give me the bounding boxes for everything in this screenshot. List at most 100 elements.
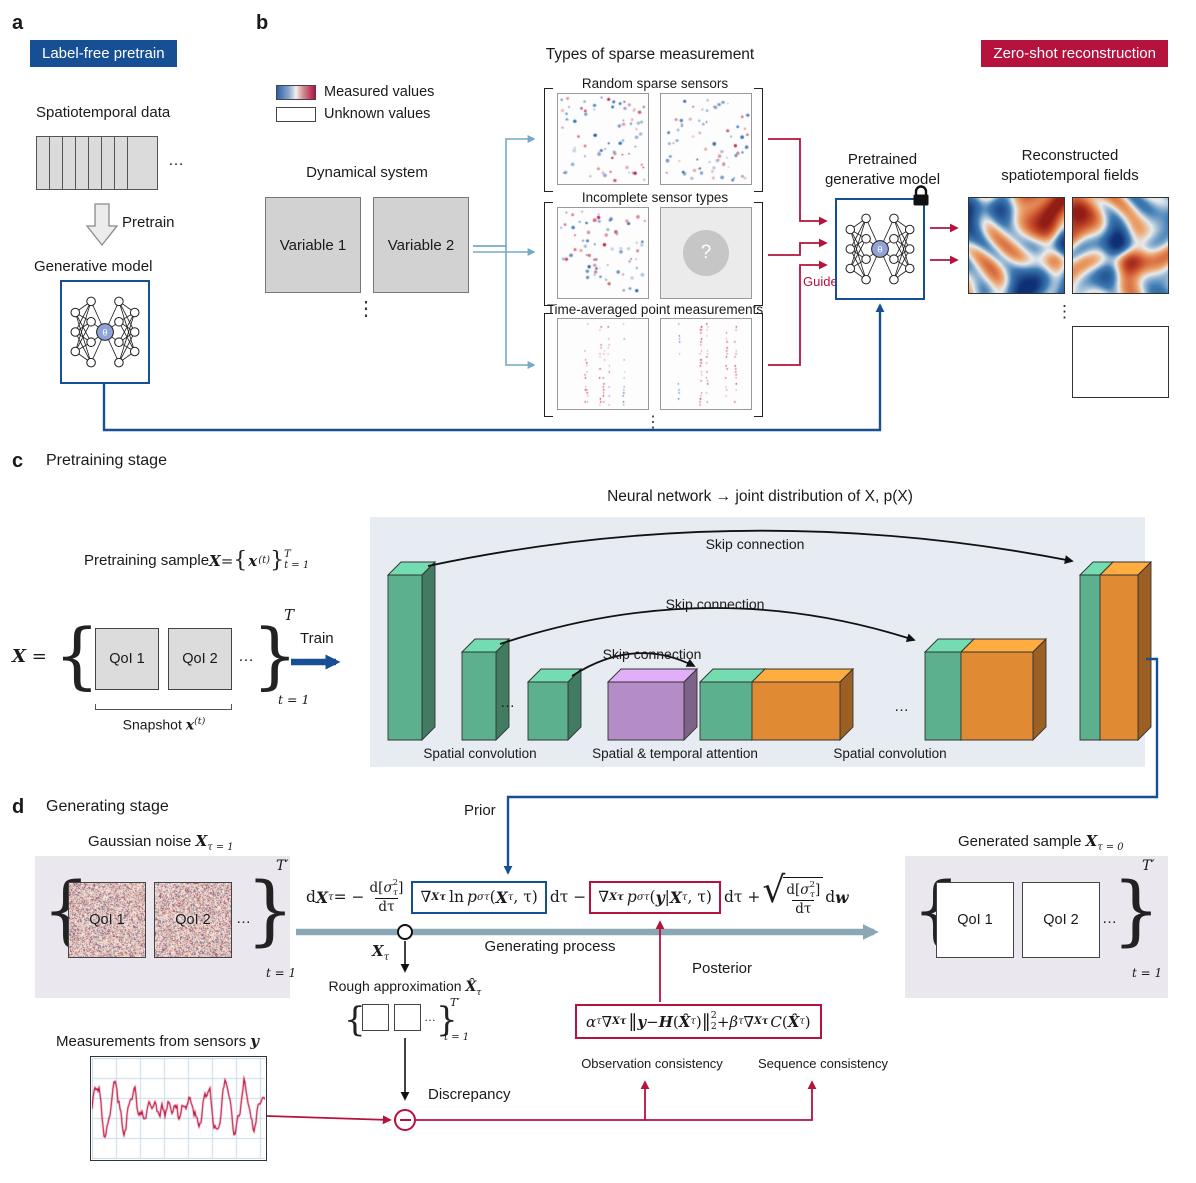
rough-box-2 bbox=[394, 1004, 421, 1031]
variable2-box: Variable 2 bbox=[373, 197, 469, 293]
noise-qoi1-box: QoI 1 bbox=[68, 882, 146, 958]
measurements-arrow bbox=[266, 1115, 392, 1125]
skip-connection-label-1: Skip connection bbox=[705, 536, 805, 552]
rough-sub-t1: t = 1 bbox=[444, 1032, 470, 1043]
unet-ellipsis-1: … bbox=[500, 694, 515, 711]
superscript-T: T bbox=[284, 606, 295, 624]
panel-d-label: d bbox=[12, 796, 25, 818]
posterior-label: Posterior bbox=[692, 960, 753, 977]
random-sensors-canvas-1 bbox=[557, 93, 649, 185]
snapshot-label: Snapshot x(t) bbox=[122, 716, 206, 734]
xtau-node bbox=[397, 924, 413, 940]
guide-arrow-1 bbox=[768, 138, 828, 226]
panel-c-label: c bbox=[12, 450, 24, 472]
svg-text:θ: θ bbox=[102, 328, 107, 338]
skip-connection-label-2: Skip connection bbox=[665, 596, 765, 612]
pretrain-to-model-arrow bbox=[102, 303, 885, 432]
rough-sup-Tprime: T′ bbox=[450, 996, 460, 1009]
gen-sup-Tprime: T′ bbox=[1142, 858, 1155, 874]
subscript-t1: t = 1 bbox=[278, 692, 310, 707]
spatial-conv-label-right: Spatial convolution bbox=[833, 746, 947, 761]
data-frame bbox=[127, 136, 158, 190]
brace-open: { bbox=[54, 613, 100, 697]
qoi2-box: QoI 2 bbox=[168, 628, 232, 690]
group3-bracket-left bbox=[544, 313, 553, 417]
random-sensors-canvas-2 bbox=[660, 93, 752, 185]
spatiotemporal-data-label: Spatiotemporal data bbox=[36, 104, 171, 121]
sparse-measurement-heading: Types of sparse measurement bbox=[545, 46, 755, 63]
prior-label: Prior bbox=[464, 802, 496, 819]
panel-a-label: a bbox=[12, 12, 24, 34]
reconstructed-field-1 bbox=[968, 197, 1065, 294]
noise-qoi2-box: QoI 2 bbox=[154, 882, 232, 958]
gen-ellipsis: … bbox=[1102, 910, 1117, 927]
gen-sub-t1: t = 1 bbox=[1132, 966, 1163, 980]
lock-icon bbox=[913, 185, 929, 206]
svg-text:θ: θ bbox=[877, 245, 882, 255]
timeavg-canvas-2 bbox=[660, 318, 752, 410]
gen-qoi2-box: QoI 2 bbox=[1022, 882, 1100, 958]
guide-label: Guide bbox=[803, 274, 838, 289]
label-free-pretrain-badge: Label-free pretrain bbox=[30, 40, 177, 67]
reconstructed-field-2 bbox=[1072, 197, 1169, 294]
rough-approximation-label: Rough approximation X̂τ bbox=[328, 978, 482, 998]
qoi1-box: QoI 1 bbox=[95, 628, 159, 690]
group2-title: Incomplete sensor types bbox=[581, 190, 729, 205]
rough-ellipsis: … bbox=[424, 1010, 436, 1024]
panel-b-label: b bbox=[256, 12, 269, 34]
dynamical-system-label: Dynamical system bbox=[306, 164, 428, 181]
measured-values-label: Measured values bbox=[324, 84, 435, 100]
skip-connection-label-3: Skip connection bbox=[602, 646, 702, 662]
minus-node bbox=[394, 1109, 416, 1131]
gauss-sup-Tprime: T′ bbox=[276, 858, 289, 874]
xtau-label: Xτ bbox=[372, 942, 390, 963]
group2-bracket-left bbox=[544, 202, 553, 306]
variables-vdots: ⋮ bbox=[356, 298, 376, 320]
fields-vdots: ⋮ bbox=[1056, 302, 1073, 321]
unknown-values-label: Unknown values bbox=[324, 106, 431, 122]
generated-sample-label: Generated sample Xτ = 0 bbox=[958, 832, 1124, 853]
group1-bracket-left bbox=[544, 88, 553, 192]
gaussian-noise-label: Gaussian noise Xτ = 1 bbox=[88, 832, 234, 853]
discrepancy-arrow-2 bbox=[645, 1080, 817, 1121]
attention-label: Spatial & temporal attention bbox=[592, 746, 758, 761]
prior-arrow bbox=[503, 657, 1159, 875]
frames-ellipsis: … bbox=[168, 152, 184, 169]
skip-connection-arc-2 bbox=[499, 607, 916, 645]
qoi-ellipsis: … bbox=[238, 648, 254, 665]
skip-connection-arc-3 bbox=[571, 652, 696, 677]
group2-bracket-right bbox=[754, 202, 763, 306]
gen-brace-close: } bbox=[1112, 865, 1161, 954]
spatiotemporal-frames bbox=[36, 136, 168, 194]
unknown-variable-box: ? bbox=[660, 207, 752, 299]
empty-field-box bbox=[1072, 326, 1169, 398]
skip-connection-arc-1 bbox=[427, 529, 1074, 567]
sequence-consistency-label: Sequence consistency bbox=[757, 1056, 889, 1071]
gauss-brace-close: } bbox=[246, 865, 295, 954]
observation-consistency-label: Observation consistency bbox=[581, 1056, 723, 1071]
guide-arrow-2 bbox=[768, 238, 828, 256]
unet-ellipsis-2: … bbox=[894, 698, 909, 715]
incomplete-sensors-canvas bbox=[557, 207, 649, 299]
generating-process-label: Generating process bbox=[484, 938, 616, 955]
zero-shot-badge: Zero-shot reconstruction bbox=[981, 40, 1168, 67]
rough-box-1 bbox=[362, 1004, 389, 1031]
gauss-ellipsis: … bbox=[236, 910, 251, 927]
question-mark-circle: ? bbox=[683, 230, 729, 276]
neural-network-icon: θ bbox=[70, 296, 140, 368]
sensor-waveform-box bbox=[90, 1056, 267, 1161]
generating-stage-title: Generating stage bbox=[46, 798, 169, 815]
group3-bracket-right bbox=[754, 313, 763, 417]
neural-network-icon: θ bbox=[845, 213, 915, 285]
guide-arrow-3 bbox=[768, 260, 828, 366]
rough-brace-close: } bbox=[436, 1000, 458, 1040]
pretrain-down-arrow-icon bbox=[85, 203, 119, 247]
group1-bracket-right bbox=[754, 88, 763, 192]
discrepancy-label: Discrepancy bbox=[428, 1086, 511, 1103]
